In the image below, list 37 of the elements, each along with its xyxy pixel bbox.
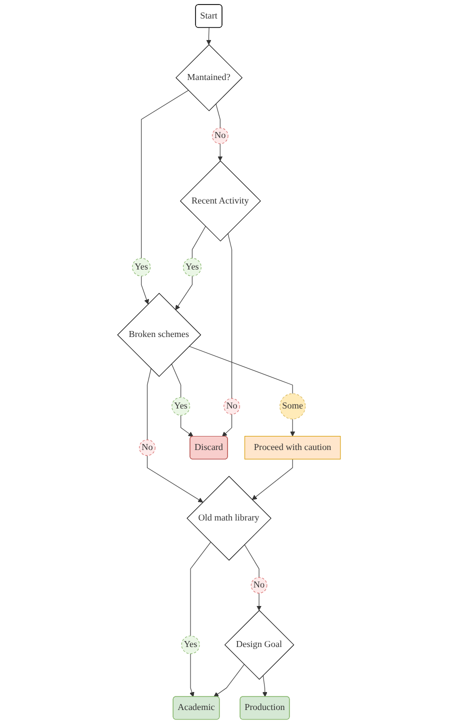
connector [192,226,206,258]
arrow [256,592,262,611]
node-diamond: Mantained? [176,44,243,112]
node-box: Proceed with caution [244,436,341,460]
arrow [214,664,244,697]
node-circle: No [139,440,156,456]
node-diamond: Recent Activity [180,160,261,242]
arrow [180,415,194,437]
connector [190,542,211,636]
arrow [141,276,149,304]
arrow [175,276,192,310]
node-circle: Yes [182,258,202,276]
arrow [218,143,223,162]
connector [141,90,189,258]
connector [244,544,260,578]
node-circle: Yes [172,397,190,416]
node-circle: Some [280,393,306,420]
node-circle: No [224,398,240,415]
connector [228,233,232,399]
connector [216,103,220,128]
arrow [252,458,293,500]
node-diamond: Broken schemes [117,292,202,377]
arrow [206,28,212,45]
node-circle: Yes [132,258,151,276]
arrow [262,675,268,697]
node-circle: Yes [181,636,200,654]
node-circle: No [212,128,228,144]
arrow [290,418,296,436]
connector [146,368,152,440]
arrow [146,455,204,502]
arrow [222,414,232,437]
node-diamond: Design Goal [224,610,294,680]
connector [171,364,182,398]
arrow [190,654,194,697]
connector [188,346,293,394]
node-diamond: Old math library [186,476,272,561]
node-circle: No [250,577,268,594]
